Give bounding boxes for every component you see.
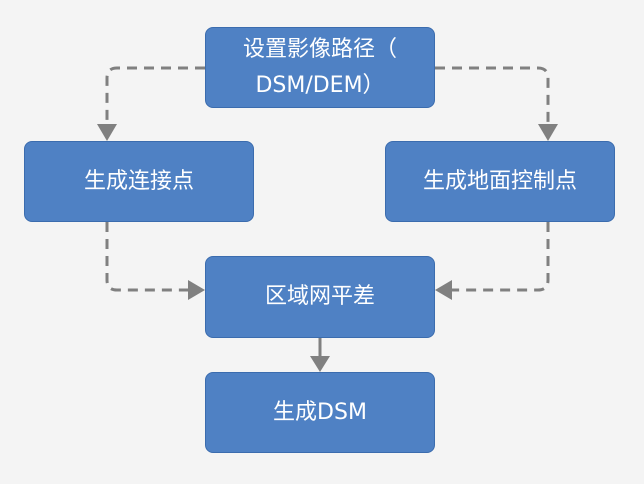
node-block-adjustment-label: 区域网平差 (264, 284, 375, 309)
connector-setpath-to-tiepoints (105, 66, 205, 124)
arrowhead-dsm-top (310, 356, 330, 372)
connector-gcp-to-blockadjust (452, 222, 550, 292)
arrowhead-blockadjust-right (435, 280, 452, 300)
arrowhead-blockadjust-left (188, 280, 205, 300)
node-generate-dsm-label: 生成DSM (273, 399, 367, 425)
arrowhead-tiepoints-top (97, 124, 117, 141)
node-generate-dsm: 生成DSM (205, 372, 435, 453)
arrowhead-gcp-top (538, 124, 558, 141)
node-generate-ground-control-points-label: 生成地面控制点 (422, 168, 577, 194)
node-generate-ground-control-points: 生成地面控制点 (385, 141, 615, 222)
node-block-adjustment: 区域网平差 (205, 256, 435, 338)
connector-tiepoints-to-blockadjust (105, 222, 188, 292)
node-set-image-path: 设置影像路径（ DSM/DEM） (205, 27, 435, 108)
node-generate-tie-points: 生成连接点 (24, 141, 254, 222)
connector-setpath-to-gcp (435, 66, 550, 124)
node-generate-tie-points-label: 生成连接点 (83, 168, 194, 194)
node-set-image-path-line-1: 设置影像路径（ (242, 36, 397, 62)
node-set-image-path-line-2: DSM/DEM） (255, 72, 385, 98)
